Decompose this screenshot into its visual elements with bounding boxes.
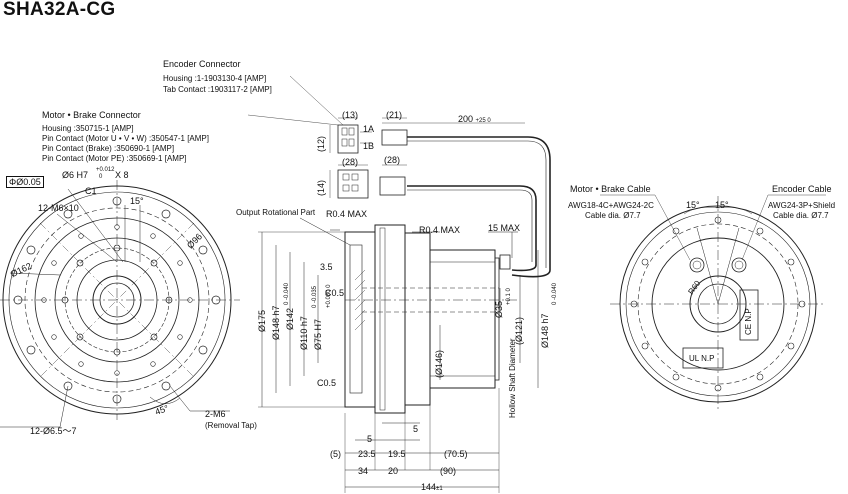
hollow-shaft-label: Hollow Shaft Diameter bbox=[508, 338, 517, 418]
cable-length: 200 +25 0 bbox=[458, 114, 491, 126]
dim-5c: 5 bbox=[413, 424, 419, 434]
removal-tap-label: 2-M6 bbox=[205, 409, 226, 419]
radius-left-label: R0.4 MAX bbox=[326, 209, 368, 219]
d110-label: Ø110 h7 bbox=[299, 316, 309, 350]
tap-holes-label: 12-M6×10 bbox=[38, 203, 79, 213]
dim-14: (14) bbox=[316, 179, 326, 196]
through-holes-label: 12-Ø6.5～7 bbox=[30, 426, 77, 436]
d35-label: Ø35 bbox=[494, 300, 504, 318]
d175-label: Ø175 bbox=[257, 309, 267, 332]
cable-assembly bbox=[247, 75, 551, 278]
d110-tolerance: 0 -0.035 bbox=[312, 285, 318, 308]
encoder-cable-diameter: Cable dia. Ø7.7 bbox=[773, 211, 829, 220]
d148b-label: Ø148 h7 bbox=[540, 313, 550, 348]
rear-angle-left: 15° bbox=[686, 200, 700, 210]
dim-5b: 5 bbox=[367, 434, 373, 444]
motor-brake-connector-line-3: Pin Contact (Brake) :350690-1 [AMP] bbox=[42, 144, 175, 153]
dim-20: 20 bbox=[388, 466, 399, 476]
dim-12: (12) bbox=[316, 135, 326, 152]
dim-5-paren: (5) bbox=[330, 449, 341, 459]
encoder-connector-housing: Housing :1-1903130-4 [AMP] bbox=[163, 74, 267, 83]
cable-length-value: 200 bbox=[458, 114, 474, 124]
cable-length-tolerance: +25 0 bbox=[475, 118, 491, 124]
d146-label: (Ø146) bbox=[434, 349, 444, 378]
dim-90: (90) bbox=[440, 466, 457, 476]
dim-23-5: 23.5 bbox=[358, 449, 376, 459]
dim-34: 34 bbox=[358, 466, 369, 476]
d148-tolerance: 0 -0.040 bbox=[284, 282, 290, 305]
d35-tolerance: +0.1 0 bbox=[506, 288, 512, 305]
position-tolerance-value: Ø0.05 bbox=[16, 177, 41, 187]
encoder-cable-spec: AWG24-3P+Shield bbox=[768, 201, 836, 210]
encoder-connector-heading: Encoder Connector bbox=[163, 59, 241, 69]
motor-brake-connector-heading: Motor • Brake Connector bbox=[42, 110, 141, 120]
datum-c1: C1 bbox=[85, 186, 97, 196]
motor-brake-connector-line-1: Housing :350715-1 [AMP] bbox=[42, 124, 134, 133]
dim-3-5: 3.5 bbox=[320, 262, 333, 272]
dim-70-5: (70.5) bbox=[444, 449, 468, 459]
dim-144: 144±1 bbox=[421, 482, 443, 494]
dim-28-top: (28) bbox=[342, 157, 359, 167]
motor-cable-spec: AWG18-4C+AWG24-2C bbox=[568, 201, 654, 210]
encoder-cable-heading: Encoder Cable bbox=[772, 184, 832, 194]
rear-view bbox=[600, 194, 826, 412]
rear-angle-right: 15° bbox=[715, 200, 729, 210]
chamfer-bottom-label: C0.5 bbox=[317, 378, 337, 388]
motor-brake-connector-line-4: Pin Contact (Motor PE) :350669-1 [AMP] bbox=[42, 154, 187, 163]
dim-28-right: (28) bbox=[384, 155, 401, 165]
encoder-connector-tab-contact: Tab Contact :1903117-2 [AMP] bbox=[163, 85, 272, 94]
ce-nameplate: CE N.P bbox=[744, 308, 753, 335]
connector-pin-1a: 1A bbox=[363, 124, 375, 134]
tolerance-frame: ΦØ0.05 bbox=[6, 176, 44, 188]
front-angle-top: 15° bbox=[130, 196, 144, 206]
d148-label: Ø148 h7 bbox=[271, 305, 281, 340]
removal-tap-note: (Removal Tap) bbox=[205, 421, 257, 430]
motor-cable-heading: Motor • Brake Cable bbox=[570, 184, 651, 194]
dim-21: (21) bbox=[386, 110, 403, 120]
bolt-hole-tol-upper: +0.012 bbox=[96, 167, 115, 173]
ul-nameplate: UL N.P bbox=[689, 354, 715, 363]
max-15-label: 15 MAX bbox=[488, 223, 521, 233]
side-view bbox=[258, 217, 539, 493]
connector-pin-1b: 1B bbox=[363, 141, 375, 151]
bolt-hole-spec: Ø6 H7 bbox=[62, 170, 89, 180]
dim-144-value: 144 bbox=[421, 482, 437, 492]
d121-label: (Ø121) bbox=[514, 316, 524, 345]
front-view bbox=[0, 180, 240, 428]
output-rotational-part-label: Output Rotational Part bbox=[236, 208, 316, 217]
chamfer-top-label: C0.5 bbox=[325, 288, 345, 298]
dim-144-tolerance: ±1 bbox=[436, 486, 443, 492]
bolt-hole-count: X 8 bbox=[115, 170, 129, 180]
d75-label: Ø75 H7 bbox=[313, 318, 323, 350]
motor-brake-connector-line-2: Pin Contact (Motor U • V • W) :350547-1 … bbox=[42, 134, 209, 143]
page-title: SHA32A-CG bbox=[3, 0, 116, 20]
radius-right-label: R0.4 MAX bbox=[419, 225, 461, 235]
position-symbol: Φ bbox=[9, 177, 17, 187]
d148b-tolerance: 0 -0.040 bbox=[552, 282, 558, 305]
bolt-hole-tol-lower: 0 bbox=[99, 174, 103, 180]
dim-13: (13) bbox=[342, 110, 359, 120]
d142-label: Ø142 bbox=[285, 307, 295, 330]
motor-cable-diameter: Cable dia. Ø7.7 bbox=[585, 211, 641, 220]
dim-19-5: 19.5 bbox=[388, 449, 406, 459]
